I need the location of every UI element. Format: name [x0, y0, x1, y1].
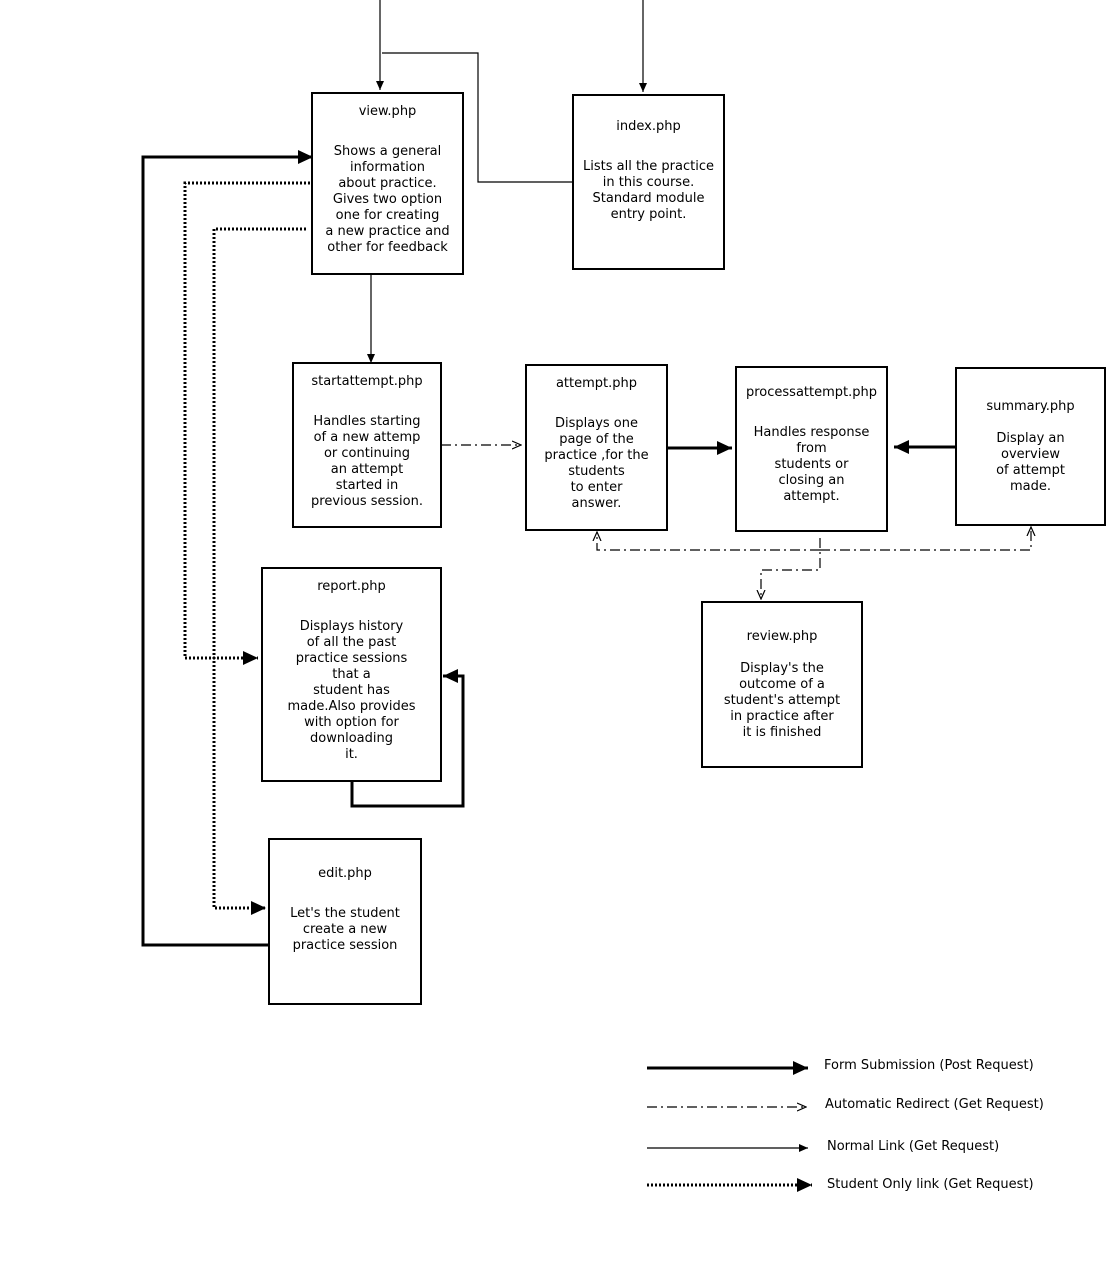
node-summary-title: summary.php — [986, 399, 1075, 414]
node-attempt: attempt.php Displays one page of the pra… — [525, 364, 668, 531]
legend-normal-link-label: Normal Link (Get Request) — [827, 1139, 1000, 1154]
processattempt-to-attempt-redirect — [597, 532, 820, 551]
node-edit-title: edit.php — [318, 866, 372, 881]
node-edit-description: Let's the student create a new practice … — [290, 906, 400, 953]
processattempt-to-summary-redirect — [820, 527, 1031, 551]
node-startattempt-title: startattempt.php — [311, 374, 423, 389]
view-to-edit-student-link — [212, 227, 306, 915]
legend-student-only-link-label: Student Only link (Get Request) — [827, 1177, 1034, 1192]
node-index: index.php Lists all the practice in this… — [572, 94, 725, 270]
node-index-description: Lists all the practice in this course. S… — [583, 159, 714, 222]
node-review: review.php Display's the outcome of a st… — [701, 601, 863, 768]
node-report-description: Displays history of all the past practic… — [287, 619, 416, 762]
node-report-title: report.php — [317, 579, 386, 594]
node-processattempt-description: Handles response from students or closin… — [753, 425, 870, 504]
node-view-title: view.php — [358, 104, 417, 119]
node-review-description: Display's the outcome of a student's att… — [723, 661, 841, 740]
node-index-title: index.php — [616, 119, 681, 134]
node-attempt-description: Displays one page of the practice ,for t… — [544, 416, 649, 511]
node-startattempt-description: Handles starting of a new attemp or cont… — [311, 414, 423, 509]
node-report: report.php Displays history of all the p… — [261, 567, 442, 782]
legend-form-submission-label: Form Submission (Post Request) — [824, 1058, 1034, 1073]
node-summary: summary.php Display an overview of attem… — [955, 367, 1106, 526]
node-summary-description: Display an overview of attempt made. — [996, 431, 1065, 494]
index-to-view-link — [382, 52, 572, 183]
node-view-description: Shows a general information about practi… — [325, 144, 450, 255]
node-processattempt: processattempt.php Handles response from… — [735, 366, 888, 532]
node-edit: edit.php Let's the student create a new … — [268, 838, 422, 1005]
view-to-report-student-link — [183, 181, 310, 665]
node-view: view.php Shows a general information abo… — [311, 92, 464, 275]
report-self-submission — [350, 669, 465, 808]
legend-automatic-redirect-label: Automatic Redirect (Get Request) — [825, 1097, 1044, 1112]
node-review-title: review.php — [746, 629, 818, 644]
node-attempt-title: attempt.php — [555, 376, 638, 391]
edit-to-view-submission — [141, 150, 313, 947]
processattempt-to-review-redirect — [761, 538, 821, 599]
node-processattempt-title: processattempt.php — [745, 385, 877, 400]
node-startattempt: startattempt.php Handles starting of a n… — [292, 362, 442, 528]
